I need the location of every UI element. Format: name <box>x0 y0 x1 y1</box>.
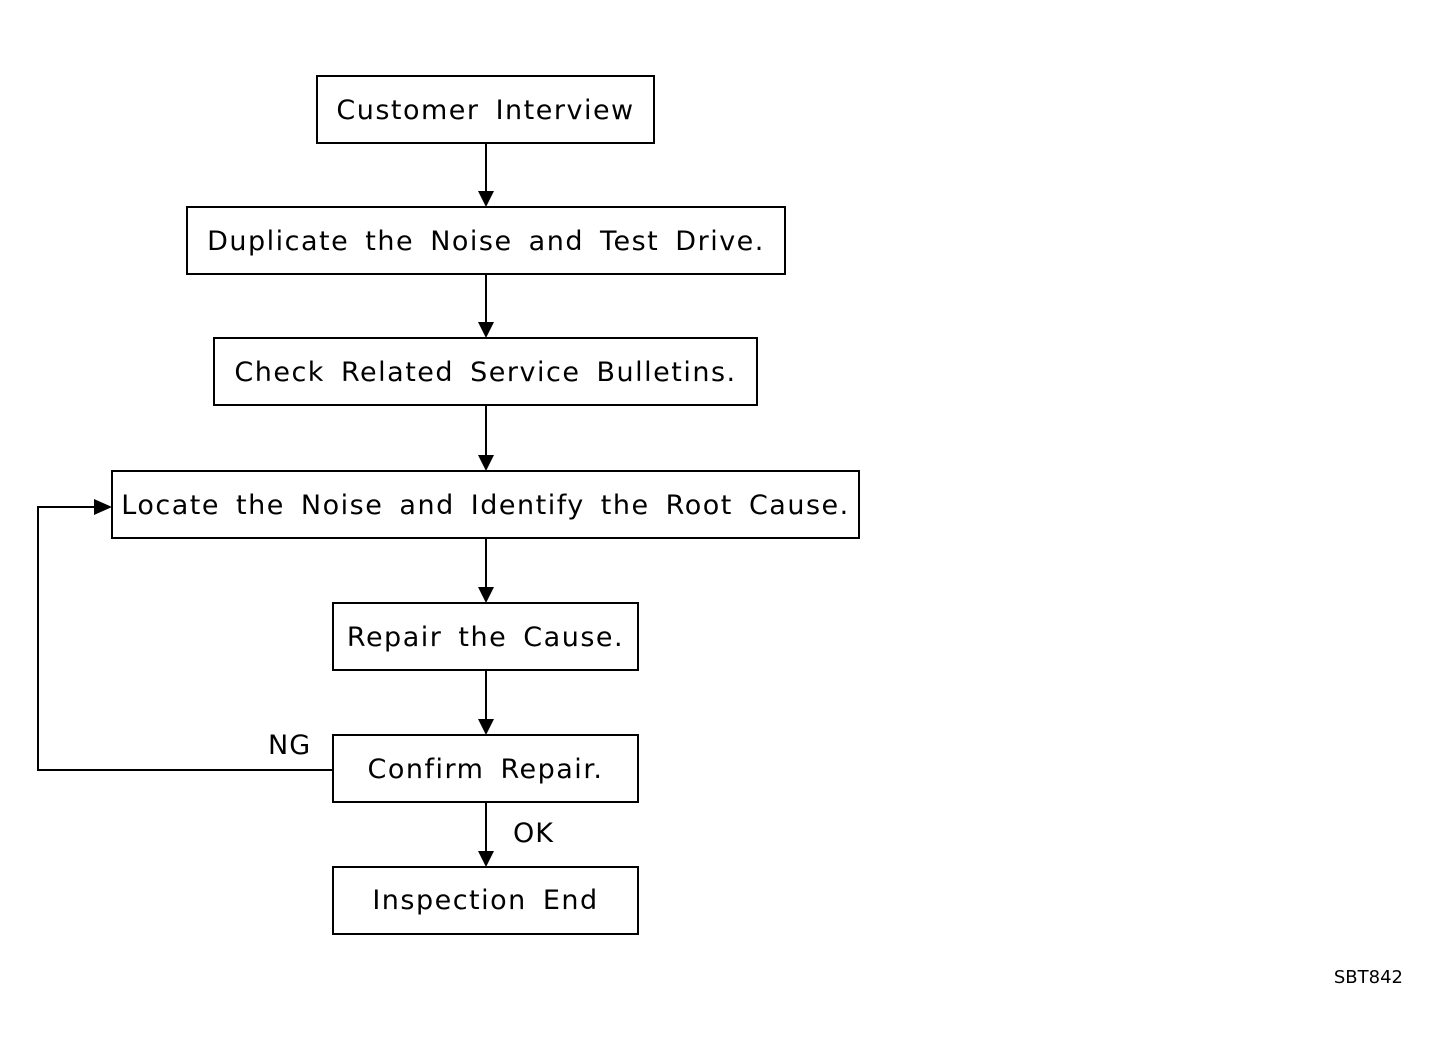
step-confirm-repair-label: Confirm Repair. <box>367 754 603 785</box>
step-repair-cause: Repair the Cause. <box>332 602 639 671</box>
step-customer-interview-label: Customer Interview <box>336 95 634 126</box>
ng-label: NG <box>268 730 311 761</box>
edge-confirm-repair-to-inspection-end: OK <box>478 802 554 867</box>
step-duplicate-noise: Duplicate the Noise and Test Drive. <box>186 206 786 275</box>
step-locate-noise-label: Locate the Noise and Identify the Root C… <box>121 490 849 521</box>
arrowhead-down-icon <box>478 191 494 207</box>
step-inspection-end: Inspection End <box>332 866 639 935</box>
arrowhead-down-icon <box>478 455 494 471</box>
arrowhead-right-icon <box>94 499 112 515</box>
arrowhead-down-icon <box>478 587 494 603</box>
edge-customer-interview-to-duplicate-noise <box>478 143 494 207</box>
step-inspection-end-label: Inspection End <box>372 885 598 916</box>
step-check-bulletins-label: Check Related Service Bulletins. <box>234 357 736 388</box>
step-customer-interview: Customer Interview <box>316 75 655 144</box>
edge-confirm-repair-to-locate-noise: NG <box>37 499 333 771</box>
step-repair-cause-label: Repair the Cause. <box>347 622 624 653</box>
edge-locate-noise-to-repair-cause <box>478 538 494 603</box>
edge-duplicate-noise-to-check-bulletins <box>478 274 494 338</box>
arrowhead-down-icon <box>478 322 494 338</box>
figure-code: SBT842 <box>1334 967 1403 988</box>
edge-check-bulletins-to-locate-noise <box>478 405 494 471</box>
step-locate-noise: Locate the Noise and Identify the Root C… <box>111 470 860 539</box>
step-check-bulletins: Check Related Service Bulletins. <box>213 337 758 406</box>
step-confirm-repair: Confirm Repair. <box>332 734 639 803</box>
ok-label: OK <box>513 818 554 849</box>
step-duplicate-noise-label: Duplicate the Noise and Test Drive. <box>207 226 765 257</box>
arrowhead-down-icon <box>478 851 494 867</box>
edge-repair-cause-to-confirm-repair <box>478 670 494 735</box>
arrowhead-down-icon <box>478 719 494 735</box>
